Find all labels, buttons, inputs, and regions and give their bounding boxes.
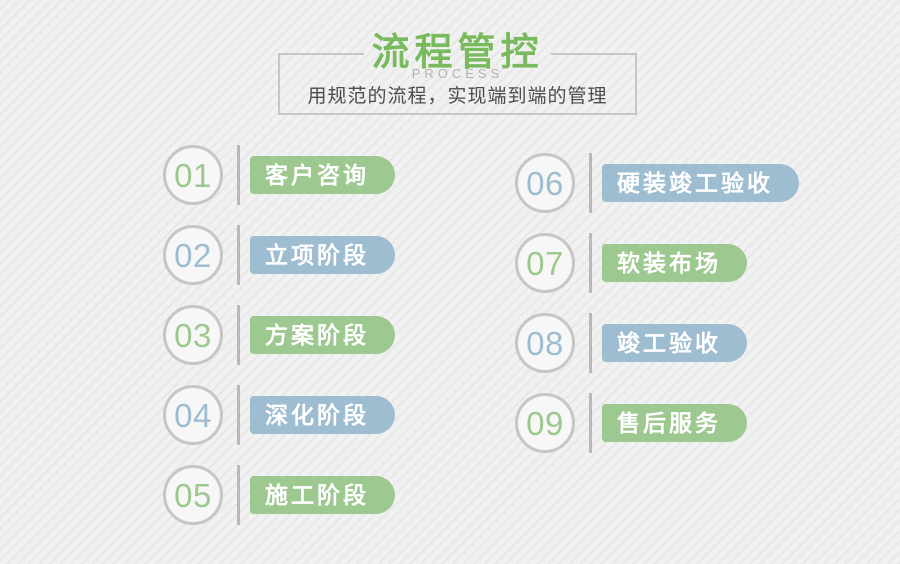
step-circle: 07 xyxy=(515,233,575,293)
process-item-01: 01 客户咨询 xyxy=(163,145,395,205)
step-label: 硬装竣工验收 xyxy=(602,164,799,202)
step-divider xyxy=(589,313,592,373)
process-item-05: 05 施工阶段 xyxy=(163,465,395,525)
step-number: 02 xyxy=(174,236,212,274)
process-item-09: 09 售后服务 xyxy=(515,393,799,453)
step-divider xyxy=(589,233,592,293)
step-number: 09 xyxy=(526,404,564,442)
header-decorative-line-left xyxy=(278,53,364,55)
step-number: 05 xyxy=(174,476,212,514)
step-number: 06 xyxy=(526,164,564,202)
step-label: 竣工验收 xyxy=(602,324,747,362)
step-circle: 04 xyxy=(163,385,223,445)
step-circle: 02 xyxy=(163,225,223,285)
step-circle: 06 xyxy=(515,153,575,213)
step-circle: 09 xyxy=(515,393,575,453)
step-number: 08 xyxy=(526,324,564,362)
process-item-06: 06 硬装竣工验收 xyxy=(515,153,799,213)
process-item-08: 08 竣工验收 xyxy=(515,313,799,373)
step-label: 立项阶段 xyxy=(250,236,395,274)
step-divider xyxy=(237,145,240,205)
process-item-07: 07 软装布场 xyxy=(515,233,799,293)
step-divider xyxy=(237,385,240,445)
process-column-right: 06 硬装竣工验收 07 软装布场 08 竣工验收 09 售后服务 xyxy=(515,153,799,473)
step-label: 深化阶段 xyxy=(250,396,395,434)
step-circle: 03 xyxy=(163,305,223,365)
step-circle: 05 xyxy=(163,465,223,525)
header-box: 流程管控 PROCESS 用规范的流程，实现端到端的管理 xyxy=(278,32,637,115)
process-item-04: 04 深化阶段 xyxy=(163,385,395,445)
process-column-left: 01 客户咨询 02 立项阶段 03 方案阶段 04 深化阶段 xyxy=(163,145,395,545)
step-number: 04 xyxy=(174,396,212,434)
step-divider xyxy=(589,393,592,453)
step-label: 客户咨询 xyxy=(250,156,395,194)
step-number: 03 xyxy=(174,316,212,354)
page-subtitle-en: PROCESS xyxy=(411,66,504,81)
process-item-03: 03 方案阶段 xyxy=(163,305,395,365)
step-label: 施工阶段 xyxy=(250,476,395,514)
step-number: 07 xyxy=(526,244,564,282)
step-label: 软装布场 xyxy=(602,244,747,282)
step-divider xyxy=(237,225,240,285)
step-number: 01 xyxy=(174,156,212,194)
page-title: 流程管控 xyxy=(371,32,544,74)
step-circle: 01 xyxy=(163,145,223,205)
step-circle: 08 xyxy=(515,313,575,373)
step-divider xyxy=(237,305,240,365)
header-decorative-line-right xyxy=(551,53,637,55)
step-label: 售后服务 xyxy=(602,404,747,442)
step-divider xyxy=(237,465,240,525)
step-label: 方案阶段 xyxy=(250,316,395,354)
step-divider xyxy=(589,153,592,213)
process-item-02: 02 立项阶段 xyxy=(163,225,395,285)
page-tagline: 用规范的流程，实现端到端的管理 xyxy=(307,86,608,107)
